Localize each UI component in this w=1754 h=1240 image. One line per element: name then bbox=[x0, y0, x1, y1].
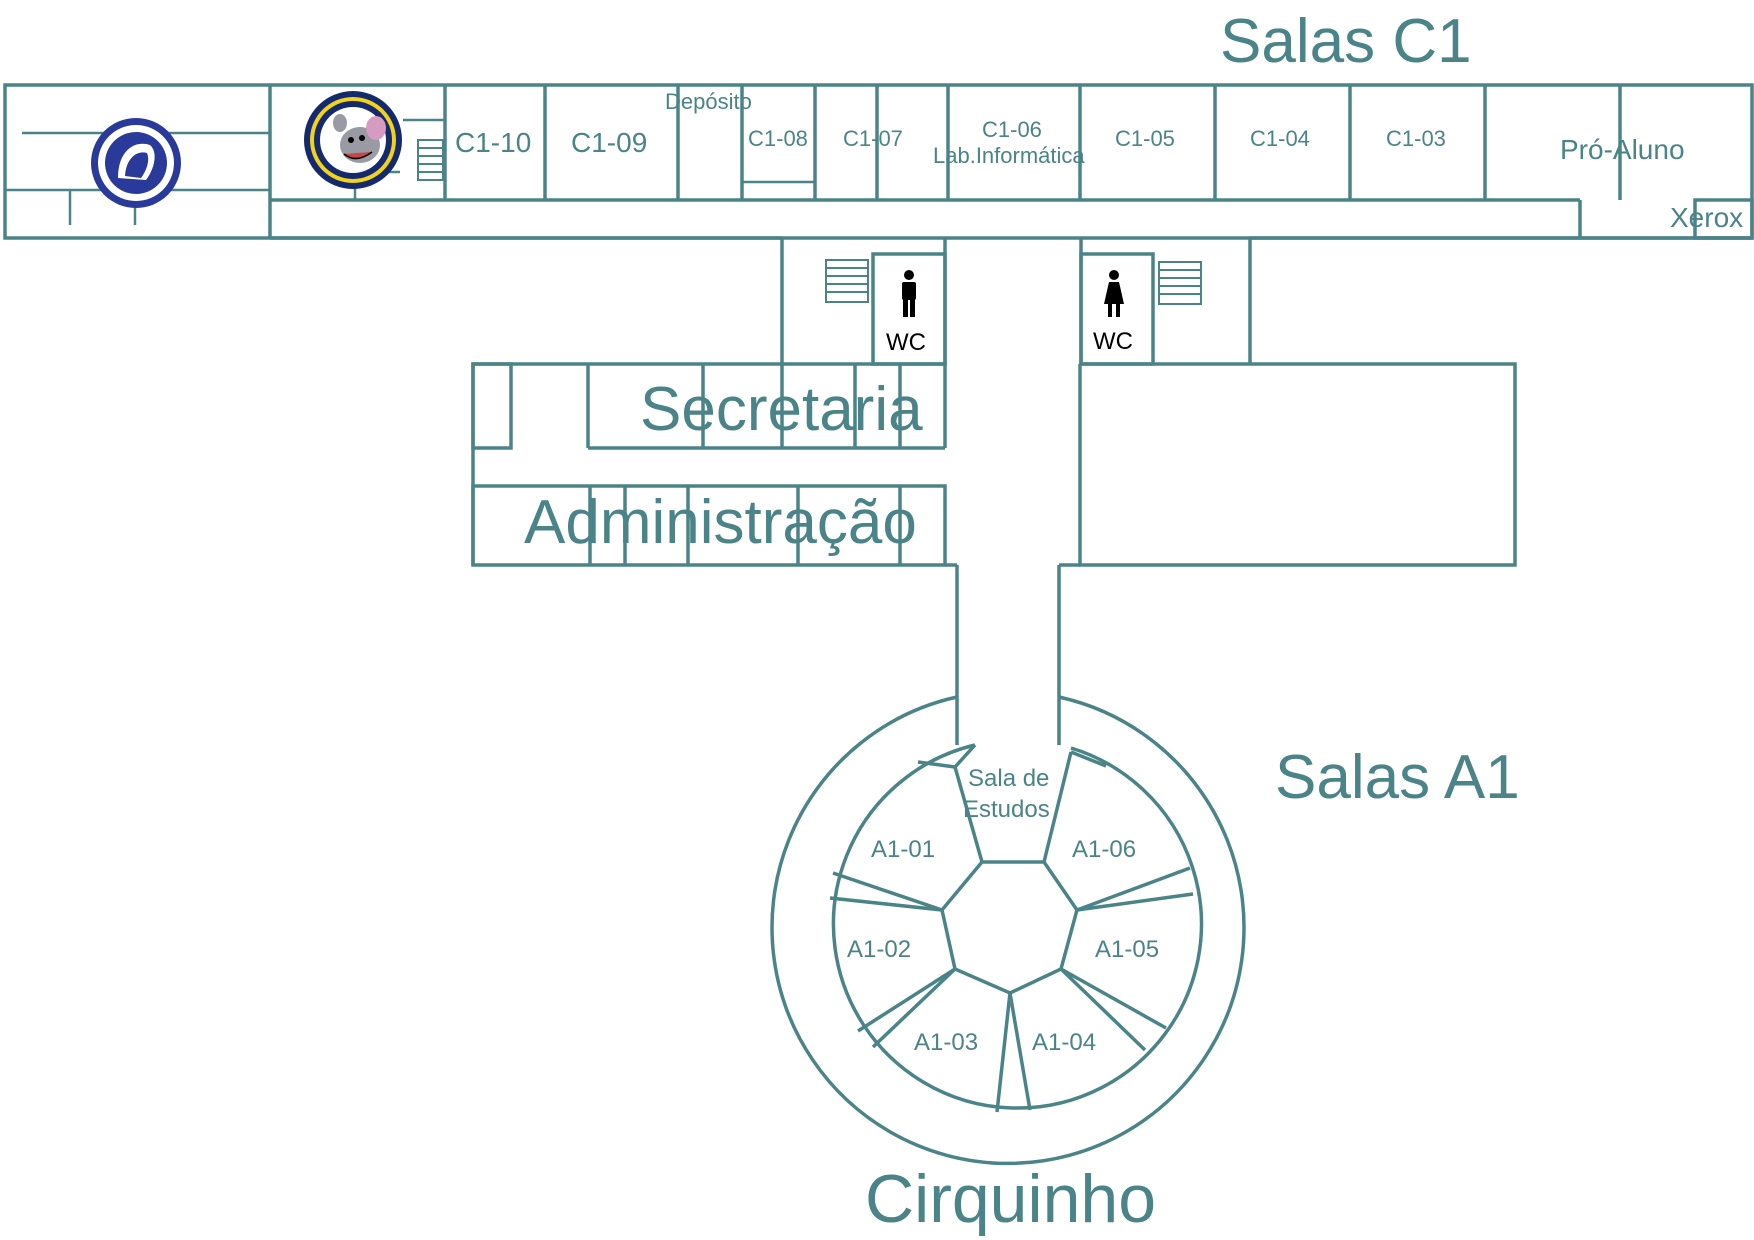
radial-wall bbox=[917, 760, 956, 769]
stairs-icon bbox=[417, 139, 444, 181]
admin-block bbox=[471, 362, 947, 567]
sala-de-estudos-label-line1[interactable]: Sala de bbox=[968, 765, 1049, 792]
room-c1-05-label[interactable]: C1-05 bbox=[1115, 126, 1175, 151]
radial-wall bbox=[1042, 751, 1073, 863]
administracao-label[interactable]: Administração bbox=[524, 488, 917, 557]
room-a1-01-label[interactable]: A1-01 bbox=[871, 836, 935, 863]
admin-row bbox=[471, 484, 947, 567]
radial-wall bbox=[953, 766, 984, 863]
outer-ring bbox=[770, 695, 1246, 1166]
room-xerox-label[interactable]: Xerox bbox=[1670, 202, 1743, 233]
room-c1-08-label[interactable]: C1-08 bbox=[748, 126, 808, 151]
inner-ring bbox=[831, 743, 1204, 1110]
salas-a1-title: Salas A1 bbox=[1275, 743, 1520, 812]
male-icon bbox=[902, 270, 916, 317]
right-room bbox=[1078, 362, 1517, 567]
room-pro-aluno-label[interactable]: Pró-Aluno bbox=[1560, 134, 1685, 165]
radial-wall bbox=[871, 967, 957, 1049]
radial-wall bbox=[1070, 750, 1107, 768]
room-a1-04-label[interactable]: A1-04 bbox=[1032, 1029, 1096, 1056]
room-c1-03-label[interactable]: C1-03 bbox=[1386, 126, 1446, 151]
radial-wall bbox=[1059, 967, 1147, 1052]
room-c1-09-label[interactable]: C1-09 bbox=[571, 127, 647, 158]
radial-wall bbox=[953, 743, 977, 769]
radial-wall bbox=[1076, 866, 1191, 912]
connecting-corridor bbox=[270, 236, 1752, 366]
room-c1-04-label[interactable]: C1-04 bbox=[1250, 126, 1310, 151]
stairs-icon bbox=[825, 259, 869, 303]
radial-wall bbox=[832, 871, 943, 912]
cirquinho-title: Cirquinho bbox=[865, 1161, 1156, 1237]
c1-wing bbox=[3, 83, 1754, 240]
wc-female-label[interactable]: WC bbox=[1093, 328, 1133, 355]
room-deposito-label[interactable]: Depósito bbox=[665, 89, 752, 114]
room-c1-06-label[interactable]: C1-06 bbox=[982, 117, 1042, 142]
room-a1-03-label[interactable]: A1-03 bbox=[914, 1029, 978, 1056]
room-a1-02-label[interactable]: A1-02 bbox=[847, 936, 911, 963]
secretaria-label[interactable]: Secretaria bbox=[640, 375, 923, 444]
room-c1-10-label[interactable]: C1-10 bbox=[455, 127, 531, 158]
radial-wall bbox=[829, 896, 943, 912]
room-c1-07-label[interactable]: C1-07 bbox=[843, 126, 903, 151]
room-a1-05-label[interactable]: A1-05 bbox=[1095, 936, 1159, 963]
central-hall bbox=[940, 860, 1079, 995]
radial-wall bbox=[857, 967, 956, 1033]
sala-de-estudos-label-line2[interactable]: Estudos bbox=[963, 796, 1050, 823]
room-lab-informatica-label[interactable]: Lab.Informática bbox=[933, 143, 1085, 168]
radial-wall bbox=[1076, 892, 1194, 912]
cirquinho-building bbox=[770, 695, 1246, 1166]
admin-outer-wall bbox=[471, 362, 947, 565]
room-a1-06-label[interactable]: A1-06 bbox=[1072, 836, 1136, 863]
gremio-logo bbox=[91, 118, 181, 208]
atletica-logo bbox=[304, 91, 402, 189]
small-room bbox=[471, 362, 513, 450]
wc-male-label[interactable]: WC bbox=[886, 329, 926, 356]
radial-wall bbox=[1008, 992, 1032, 1111]
salas-c1-title: Salas C1 bbox=[1220, 7, 1472, 76]
female-icon bbox=[1104, 270, 1124, 317]
radial-wall bbox=[1060, 967, 1167, 1030]
stairs-icon bbox=[1158, 261, 1202, 305]
radial-wall bbox=[995, 992, 1012, 1113]
